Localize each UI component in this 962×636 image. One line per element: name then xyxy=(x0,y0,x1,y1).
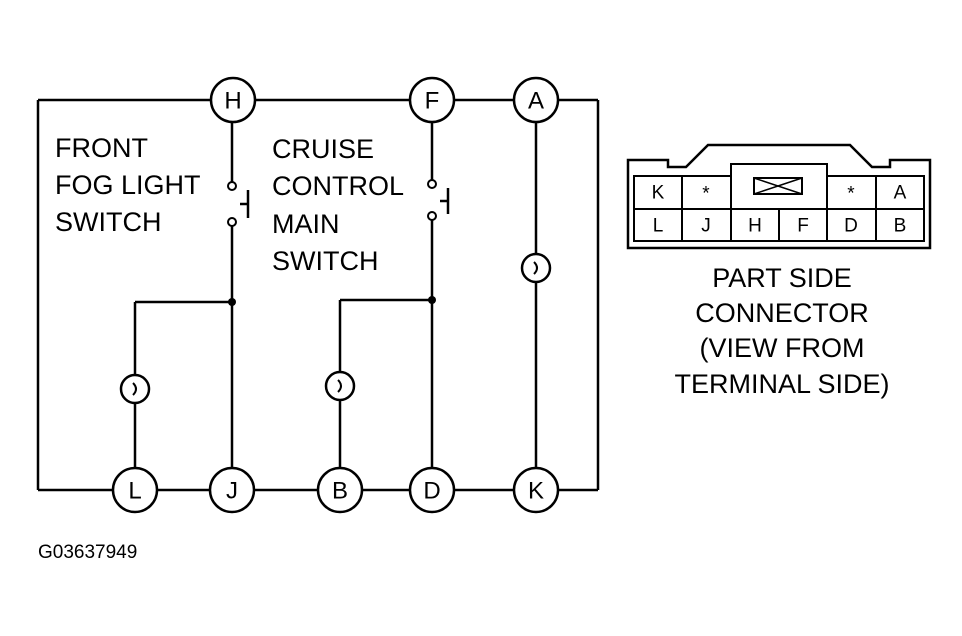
connector-pin-k: K xyxy=(652,183,665,204)
part-side-connector: K * * A L J H F D B xyxy=(626,143,932,250)
svg-text:CRUISE: CRUISE xyxy=(272,134,374,164)
svg-text:SWITCH: SWITCH xyxy=(55,207,161,237)
svg-text:F: F xyxy=(425,88,440,115)
connector-pin-h: H xyxy=(748,216,762,237)
connector-pin-d: D xyxy=(844,216,858,237)
illumination-lamp-icon xyxy=(520,252,552,284)
terminal-f: F xyxy=(408,76,456,124)
figure-id: G03637949 xyxy=(38,542,137,563)
terminal-l: L xyxy=(111,466,159,514)
svg-text:MAIN: MAIN xyxy=(272,209,340,239)
junction-dot xyxy=(228,298,236,306)
terminal-h: H xyxy=(209,76,257,124)
svg-text:J: J xyxy=(226,478,238,505)
connector-pin-unused: * xyxy=(847,184,855,205)
svg-text:FOG LIGHT: FOG LIGHT xyxy=(55,170,201,200)
connector-pin-unused: * xyxy=(702,184,710,205)
svg-text:SWITCH: SWITCH xyxy=(272,246,378,276)
connector-pin-a: A xyxy=(894,183,907,204)
cruise-control-switch-label: CRUISE CONTROL MAIN SWITCH xyxy=(272,134,404,276)
connector-pin-b: B xyxy=(894,216,907,237)
svg-text:FRONT: FRONT xyxy=(55,133,148,163)
svg-text:PART SIDE: PART SIDE xyxy=(712,263,852,293)
terminal-b: B xyxy=(316,466,364,514)
svg-text:B: B xyxy=(332,478,348,505)
cruise-control-switch-contact xyxy=(427,179,450,221)
terminal-j: J xyxy=(208,466,256,514)
svg-text:A: A xyxy=(528,88,544,115)
svg-text:K: K xyxy=(528,478,544,505)
svg-text:(VIEW FROM: (VIEW FROM xyxy=(700,333,865,363)
svg-text:L: L xyxy=(128,478,141,505)
connector-pin-f: F xyxy=(797,216,809,237)
fog-indicator-lamp-icon xyxy=(119,373,151,405)
svg-text:D: D xyxy=(423,478,440,505)
terminal-a: A xyxy=(512,76,560,124)
cruise-indicator-lamp-icon xyxy=(324,370,356,402)
svg-text:CONNECTOR: CONNECTOR xyxy=(695,298,869,328)
svg-text:TERMINAL SIDE): TERMINAL SIDE) xyxy=(674,369,889,399)
connector-pin-j: J xyxy=(701,216,711,237)
fog-light-switch-label: FRONT FOG LIGHT SWITCH xyxy=(55,133,201,237)
connector-caption: PART SIDE CONNECTOR (VIEW FROM TERMINAL … xyxy=(674,263,889,399)
terminal-k: K xyxy=(512,466,560,514)
connector-pin-l: L xyxy=(653,216,664,237)
terminal-d: D xyxy=(408,466,456,514)
fog-light-switch-contact xyxy=(227,181,250,227)
junction-dot xyxy=(428,296,436,304)
svg-text:H: H xyxy=(224,88,241,115)
svg-text:CONTROL: CONTROL xyxy=(272,171,404,201)
